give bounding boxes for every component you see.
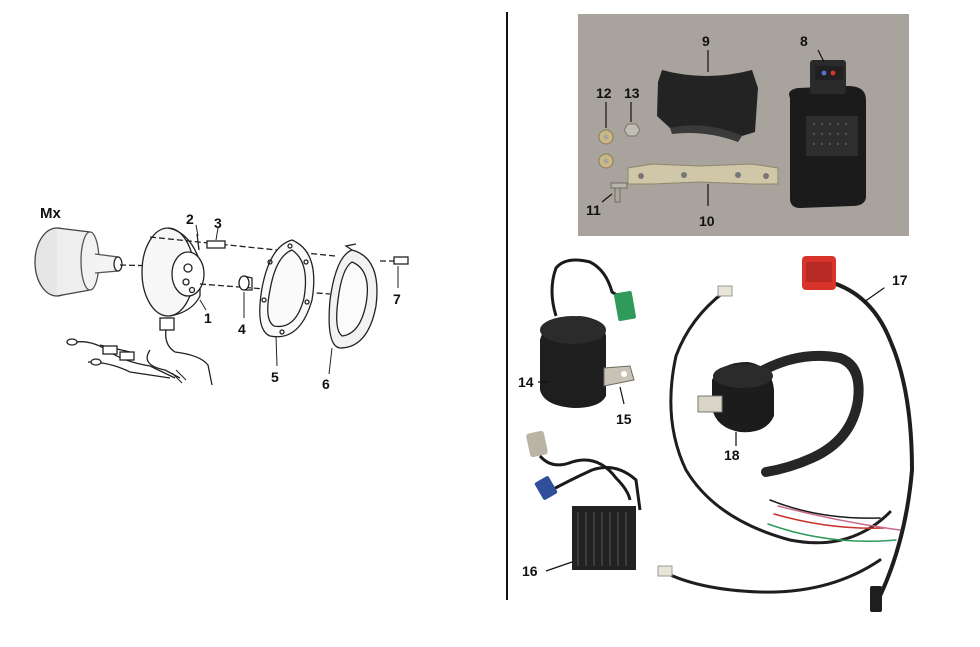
callout-16: 16 bbox=[522, 563, 538, 579]
bolt-part bbox=[380, 256, 409, 265]
callout-3: 3 bbox=[214, 215, 222, 231]
axis-line bbox=[119, 264, 161, 267]
stator-plate bbox=[141, 227, 213, 386]
callout-13: 13 bbox=[624, 85, 640, 101]
gasket-part bbox=[259, 239, 315, 338]
callout-14: 14 bbox=[518, 374, 534, 390]
ignition-coil-part bbox=[697, 350, 864, 477]
callout-18: 18 bbox=[724, 447, 740, 463]
callout-4: 4 bbox=[238, 321, 246, 337]
cdi-photo-panel bbox=[578, 14, 909, 236]
callout-12: 12 bbox=[596, 85, 612, 101]
callout-9: 9 bbox=[702, 33, 710, 49]
stator-wiring bbox=[66, 338, 187, 384]
callout-6: 6 bbox=[322, 376, 330, 392]
regulator-part bbox=[526, 430, 642, 572]
callout-7: 7 bbox=[393, 291, 401, 307]
ignition-exploded-drawing bbox=[34, 224, 409, 386]
callout-15: 15 bbox=[616, 411, 632, 427]
callout-17: 17 bbox=[892, 272, 908, 288]
callout-8: 8 bbox=[800, 33, 808, 49]
cover-part bbox=[328, 243, 378, 349]
wiring-harness-part bbox=[657, 256, 915, 612]
flywheel bbox=[34, 227, 123, 297]
model-label: Mx bbox=[40, 205, 61, 222]
callout-11: 11 bbox=[586, 202, 601, 218]
callout-2: 2 bbox=[186, 211, 194, 227]
callout-1: 1 bbox=[204, 310, 212, 326]
grommet-part bbox=[238, 275, 253, 291]
callout-5: 5 bbox=[271, 369, 279, 385]
condenser-part bbox=[538, 258, 636, 408]
screw-part bbox=[196, 233, 226, 251]
callout-10: 10 bbox=[699, 213, 715, 229]
